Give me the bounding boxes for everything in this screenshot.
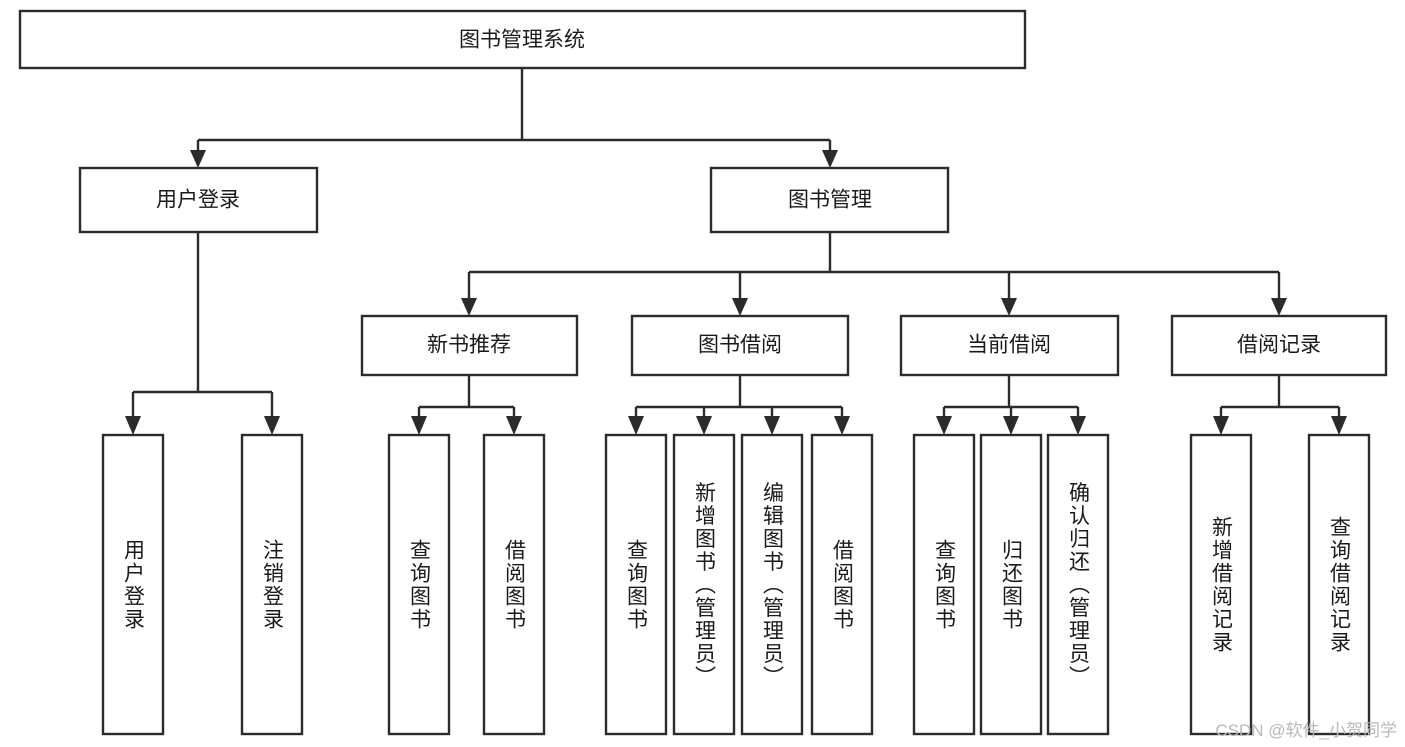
arrow-head-leaf-query-book-3: [936, 416, 952, 435]
node-book-manage-box[interactable]: [709, 166, 950, 234]
arrow-head-leaf-return-book: [1003, 416, 1019, 435]
arrow-head-leaf-borrow-book-1: [506, 416, 522, 435]
node-leaf-query-record-label: 查询借阅记录: [1328, 516, 1352, 654]
node-leaf-return-book[interactable]: 归还图书: [979, 433, 1043, 736]
node-new-book-rec-box[interactable]: [360, 314, 579, 377]
node-leaf-add-record-box[interactable]: [1189, 433, 1253, 736]
node-leaf-query-record-box[interactable]: [1307, 433, 1371, 736]
arrow-head-borrow-record: [1271, 298, 1287, 316]
node-borrow-record-label: 借阅记录: [1237, 334, 1321, 357]
node-leaf-add-book[interactable]: 新增图书（管理员）: [672, 433, 736, 736]
arrow-head-current-borrow: [1001, 298, 1017, 316]
node-leaf-query-record[interactable]: 查询借阅记录: [1307, 433, 1371, 736]
node-borrow-record-box[interactable]: [1170, 314, 1388, 377]
node-leaf-confirm-return-box[interactable]: [1046, 433, 1110, 736]
node-leaf-add-record[interactable]: 新增借阅记录: [1189, 433, 1253, 736]
node-leaf-logout-box[interactable]: [240, 433, 304, 736]
node-user-login[interactable]: 用户登录: [78, 166, 319, 234]
node-leaf-query-book-2-label: 查询图书: [625, 539, 649, 631]
node-leaf-borrow-book-2[interactable]: 借阅图书: [810, 433, 874, 736]
node-root-label: 图书管理系统: [459, 29, 585, 52]
arrow-head-leaf-add-record: [1213, 416, 1229, 435]
node-leaf-query-book-2[interactable]: 查询图书: [604, 433, 668, 736]
node-leaf-edit-book-label: 编辑图书（管理员）: [761, 482, 785, 689]
node-book-manage[interactable]: 图书管理: [709, 166, 950, 234]
node-leaf-return-book-box[interactable]: [979, 433, 1043, 736]
node-new-book-rec[interactable]: 新书推荐: [360, 314, 579, 377]
node-new-book-rec-label: 新书推荐: [427, 334, 511, 357]
node-leaf-add-book-box[interactable]: [672, 433, 736, 736]
node-leaf-query-book-1-box[interactable]: [387, 433, 451, 736]
arrow-head-leaf-edit-book: [764, 416, 780, 435]
node-leaf-query-book-3[interactable]: 查询图书: [912, 433, 976, 736]
node-leaf-borrow-book-2-box[interactable]: [810, 433, 874, 736]
arrow-head-book-borrow: [732, 298, 748, 316]
arrow-head-leaf-borrow-book-2: [834, 416, 850, 435]
node-borrow-record[interactable]: 借阅记录: [1170, 314, 1388, 377]
node-current-borrow-box[interactable]: [899, 314, 1120, 377]
node-leaf-logout-label: 注销登录: [261, 539, 285, 631]
node-book-borrow-box[interactable]: [630, 314, 850, 377]
node-leaf-confirm-return[interactable]: 确认归还（管理员）: [1046, 433, 1110, 736]
node-book-borrow-label: 图书借阅: [698, 334, 782, 357]
node-user-login-label: 用户登录: [156, 189, 240, 212]
arrow-head-leaf-confirm-return: [1070, 416, 1086, 435]
csdn-watermark: CSDN @软件_小贺同学: [1215, 721, 1397, 740]
arrow-head-leaf-query-record: [1331, 416, 1347, 435]
node-current-borrow-label: 当前借阅: [967, 334, 1051, 357]
node-leaf-return-book-label: 归还图书: [1000, 539, 1024, 631]
node-leaf-borrow-book-1-label: 借阅图书: [503, 539, 527, 631]
node-leaf-add-book-label: 新增图书（管理员）: [693, 482, 717, 689]
node-leaf-query-book-3-label: 查询图书: [933, 539, 957, 631]
arrow-head-leaf-user-login: [125, 416, 141, 435]
node-leaf-user-login[interactable]: 用户登录: [101, 433, 165, 736]
arrow-head-leaf-query-book-1: [411, 416, 427, 435]
node-leaf-user-login-label: 用户登录: [122, 539, 146, 631]
node-root-box[interactable]: [18, 9, 1027, 70]
node-leaf-query-book-2-box[interactable]: [604, 433, 668, 736]
arrow-head-book-manage: [822, 150, 838, 168]
node-leaf-confirm-return-label: 确认归还（管理员）: [1067, 482, 1091, 689]
node-leaf-query-book-1-label: 查询图书: [408, 539, 432, 631]
node-leaf-edit-book[interactable]: 编辑图书（管理员）: [740, 433, 804, 736]
arrow-head-leaf-logout: [264, 416, 280, 435]
node-leaf-add-record-label: 新增借阅记录: [1210, 516, 1234, 654]
node-leaf-query-book-1[interactable]: 查询图书: [387, 433, 451, 736]
node-root[interactable]: 图书管理系统: [18, 9, 1027, 70]
arrow-head-leaf-query-book-2: [628, 416, 644, 435]
node-leaf-borrow-book-2-label: 借阅图书: [831, 539, 855, 631]
connector-layer: [125, 68, 1347, 435]
node-leaf-user-login-box[interactable]: [101, 433, 165, 736]
node-book-borrow[interactable]: 图书借阅: [630, 314, 850, 377]
node-user-login-box[interactable]: [78, 166, 319, 234]
arrow-head-new-book-rec: [461, 298, 477, 316]
node-leaf-query-book-3-box[interactable]: [912, 433, 976, 736]
arrow-head-user-login: [190, 150, 206, 168]
node-leaf-edit-book-box[interactable]: [740, 433, 804, 736]
node-leaf-borrow-book-1[interactable]: 借阅图书: [482, 433, 546, 736]
node-current-borrow[interactable]: 当前借阅: [899, 314, 1120, 377]
node-leaf-borrow-book-1-box[interactable]: [482, 433, 546, 736]
node-book-manage-label: 图书管理: [788, 189, 872, 212]
node-leaf-logout[interactable]: 注销登录: [240, 433, 304, 736]
arrow-head-leaf-add-book: [696, 416, 712, 435]
